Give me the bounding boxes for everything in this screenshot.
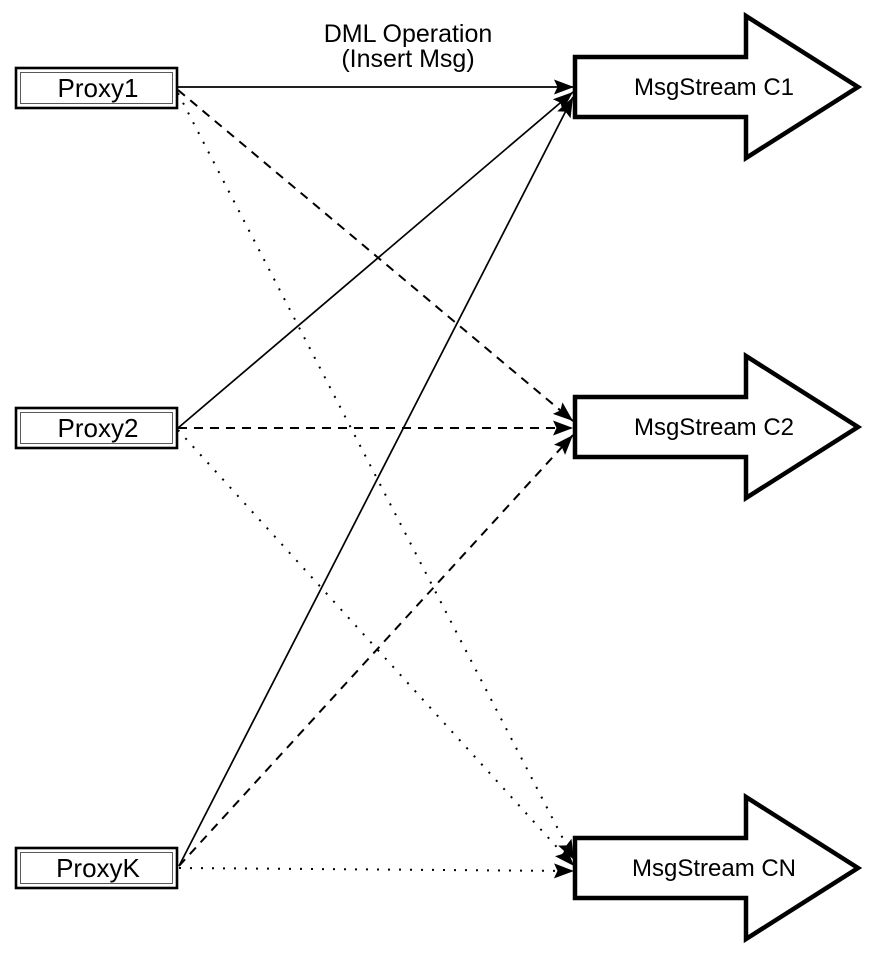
annotation-line1: DML Operation [324, 20, 493, 48]
edge-proxyk-msgstream-cn [178, 863, 575, 879]
proxy1-label: Proxy1 [58, 73, 139, 103]
block-arrow-right-icon [572, 792, 863, 944]
edge-proxy1-msgstream-c2 [177, 89, 574, 422]
proxy2-label: Proxy2 [58, 413, 139, 443]
edges [177, 79, 575, 879]
proxy2-box [14, 406, 179, 450]
proxyk-box-inner-border [20, 852, 173, 884]
proxy1-box-inner-border [20, 72, 173, 104]
proxy1-node: Proxy1 [14, 66, 179, 110]
proxy1-box [14, 66, 179, 110]
edge-proxy1-msgstream-cn [177, 92, 575, 861]
proxy2-box-inner-border [20, 412, 173, 444]
proxy2-node: Proxy2 [14, 406, 179, 450]
msgstream-c1-node: MsgStream C1 [572, 11, 863, 163]
annotation-line2: (Insert Msg) [341, 45, 474, 73]
msgstream-cn-label: MsgStream CN [632, 855, 796, 882]
proxyk-label: ProxyK [56, 853, 140, 883]
edge-proxyk-msgstream-c1 [178, 96, 574, 867]
msgstream-c2-label: MsgStream C2 [634, 414, 794, 441]
edge-proxy2-msgstream-cn [177, 429, 575, 867]
edge-proxy2-msgstream-c1 [177, 91, 574, 429]
block-arrow-right-icon [572, 11, 863, 163]
block-arrow-right-icon [572, 351, 863, 503]
annotation: DML Operation (Insert Msg) [324, 20, 493, 73]
edge-proxyk-msgstream-c2 [178, 434, 574, 867]
proxyk-node: ProxyK [14, 846, 179, 890]
proxyk-box [14, 846, 179, 890]
msgstream-c1-label: MsgStream C1 [634, 74, 794, 101]
msgstream-cn-node: MsgStream CN [572, 792, 863, 944]
msgstream-c2-node: MsgStream C2 [572, 351, 863, 503]
